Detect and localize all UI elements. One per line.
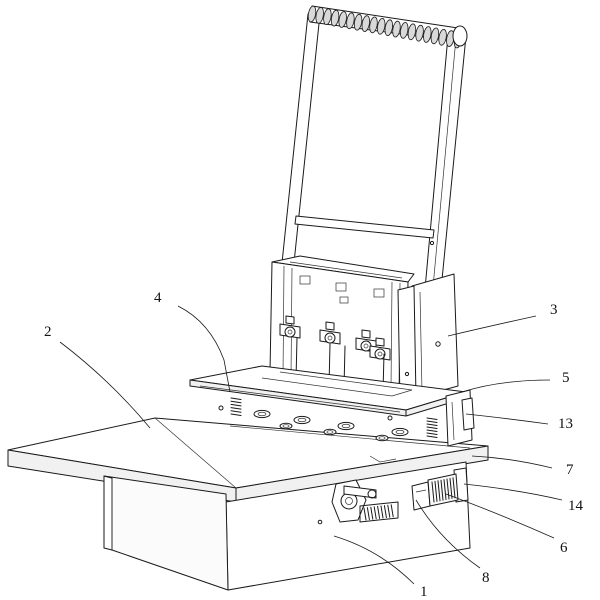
side-spring-assembly xyxy=(411,467,469,511)
callout-13: 13 xyxy=(558,416,573,432)
leader-lines xyxy=(59,305,563,585)
return-springs xyxy=(230,397,438,438)
front-stop-mechanism xyxy=(331,479,399,523)
handle-grip xyxy=(307,5,468,49)
lower-body xyxy=(103,461,471,591)
right-bracket xyxy=(445,389,475,447)
handle xyxy=(279,13,467,322)
callout-2: 2 xyxy=(44,324,52,340)
callout-1: 1 xyxy=(420,584,428,600)
side-bracket xyxy=(397,273,459,403)
callout-3: 3 xyxy=(550,302,558,318)
callout-7: 7 xyxy=(566,462,574,478)
callout-labels: 2 4 3 5 13 7 14 6 8 1 xyxy=(44,290,584,600)
callout-6: 6 xyxy=(560,540,568,556)
punch-dies xyxy=(253,409,409,442)
punch-head xyxy=(269,255,421,393)
callout-5: 5 xyxy=(562,370,570,386)
callout-8: 8 xyxy=(482,570,490,586)
callout-4: 4 xyxy=(154,290,162,306)
callout-14: 14 xyxy=(568,498,584,514)
